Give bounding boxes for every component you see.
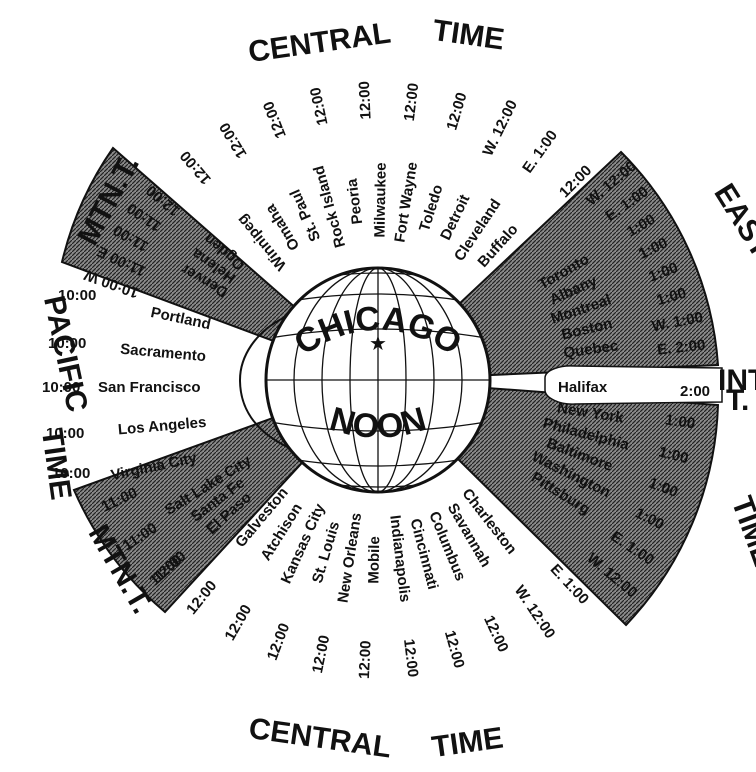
city-halifax: Halifax [558, 379, 608, 396]
eastern-label: EASTERN [707, 178, 756, 317]
time-label: W. 12:00 [511, 582, 559, 641]
intercolonial-t-label: T. [726, 384, 749, 417]
central-bottom-label-1: CENTRAL [247, 712, 394, 765]
time-label: 12:00 [221, 602, 255, 644]
pacific-city: San Francisco [98, 379, 201, 396]
pacific-city: Los Angeles [117, 414, 207, 439]
pacific-time: 10:00 [46, 425, 84, 442]
city-label: Milwaukee [371, 162, 389, 237]
central-top-label-1: CENTRAL [246, 16, 393, 69]
time-label: 12:00 [177, 147, 215, 187]
pacific-label: PACIFIC [37, 293, 94, 415]
time-label: E. 1:00 [519, 127, 561, 176]
time-label: 12:00 [441, 629, 468, 671]
pacific-time: 10:00 [48, 335, 86, 352]
time-label: 12:00 [307, 86, 332, 127]
city-label: Fort Wayne [391, 161, 421, 244]
pacific-time: 10:00 [42, 379, 80, 396]
time-label: 12:00 [480, 613, 512, 655]
central-top-label-2: TIME [431, 14, 507, 57]
time-label: 12:00 [216, 119, 250, 161]
time-label: 12:00 [264, 621, 293, 663]
eastern-time-label: TIME [725, 492, 756, 571]
pacific-city: Sacramento [120, 341, 207, 365]
time-label: 12:00 [356, 81, 375, 120]
central-bottom-label-2: TIME [430, 721, 506, 764]
time-label: 12:00 [309, 634, 333, 675]
time-label: 12:00 [356, 640, 375, 679]
city-label: Mobile [365, 536, 383, 584]
time-label: 12:00 [400, 638, 421, 678]
time-label: W. 12:00 [479, 97, 521, 158]
city-label: Peoria [344, 177, 367, 225]
pacific-time: 10:00 [52, 465, 90, 482]
pacific-time: 10:00 [58, 287, 96, 304]
time-label: 12:00 [260, 99, 290, 141]
time-halifax: 2:00 [680, 383, 710, 400]
time-label: 12:00 [401, 82, 423, 122]
time-label: 12:00 [443, 91, 470, 133]
